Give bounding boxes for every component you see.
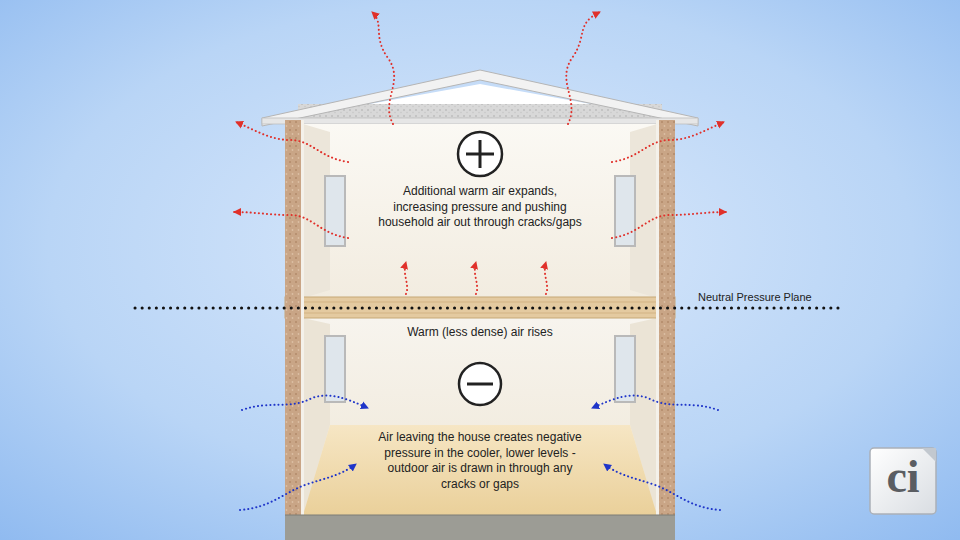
rising-air-note: Warm (less dense) air rises xyxy=(380,325,580,341)
warm-air-arrows xyxy=(234,12,726,294)
cool-air-arrows xyxy=(240,396,720,510)
neutral-plane-line xyxy=(135,307,838,310)
logo-badge xyxy=(870,448,936,514)
logo-text: ci xyxy=(872,452,934,503)
plane-label: Neutral Pressure Plane xyxy=(698,290,848,304)
plus-symbol xyxy=(458,132,502,176)
pressure-note: Additional warm air expands, increasing … xyxy=(378,184,582,231)
house-section xyxy=(262,70,698,540)
negative-pressure-note: Air leaving the house creates negative p… xyxy=(372,430,588,492)
minus-symbol xyxy=(459,363,501,405)
